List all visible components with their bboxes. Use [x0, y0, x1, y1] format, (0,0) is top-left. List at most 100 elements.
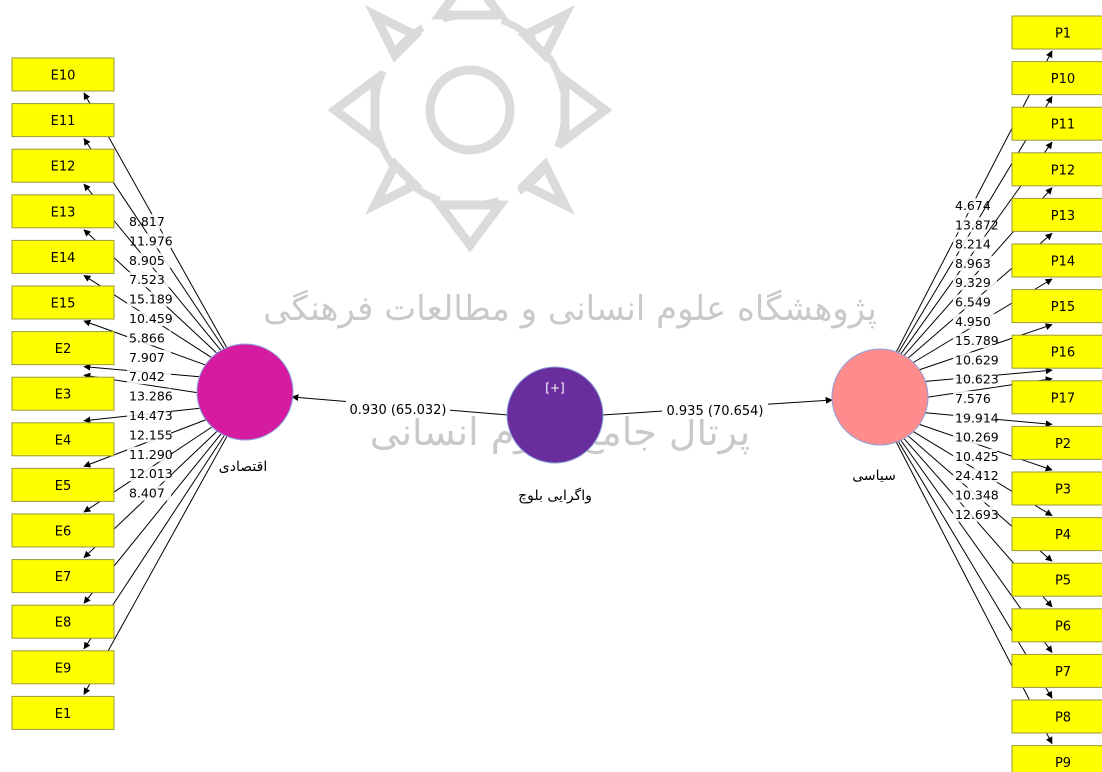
indicator-p12[interactable]: P12 [1011, 152, 1102, 187]
indicator-e14[interactable]: E14 [11, 239, 115, 274]
watermark-line-1: پژوهشگاه علوم انسانی و مطالعات فرهنگی [263, 289, 877, 329]
indicator-box[interactable] [11, 239, 115, 274]
weight-label-e4: 7.042 [129, 369, 165, 384]
indicator-e13[interactable]: E13 [11, 194, 115, 229]
weight-label-bg [127, 214, 171, 229]
indicator-box[interactable] [1011, 243, 1102, 278]
weight-label-e12: 8.905 [129, 253, 165, 268]
indicator-box[interactable] [11, 285, 115, 320]
indicator-p6[interactable]: P6 [1011, 608, 1102, 643]
indicator-box[interactable] [1011, 471, 1102, 506]
indicator-p11[interactable]: P11 [1011, 106, 1102, 141]
weight-label-bg [127, 311, 171, 326]
indicator-box[interactable] [11, 194, 115, 229]
indicator-label: E5 [55, 479, 72, 494]
indicator-label: P1 [1055, 27, 1071, 42]
weight-label-bg [127, 349, 171, 365]
indicator-box[interactable] [1011, 334, 1102, 369]
indicator-p16[interactable]: P16 [1011, 334, 1102, 369]
weight-label-p15: 4.950 [955, 314, 991, 329]
indicator-box[interactable] [1011, 380, 1102, 415]
indicator-e5[interactable]: E5 [11, 467, 115, 502]
loading-arrow-e5[interactable] [83, 419, 207, 468]
indicator-label: P4 [1055, 528, 1071, 543]
indicator-p1[interactable]: P1 [1011, 15, 1102, 50]
weight-label-bg [953, 313, 997, 329]
indicator-box[interactable] [1011, 15, 1102, 50]
indicator-e1[interactable]: E1 [11, 695, 115, 730]
indicator-box[interactable] [1011, 61, 1102, 96]
indicator-p10[interactable]: P10 [1011, 61, 1102, 96]
indicator-box[interactable] [1011, 653, 1102, 688]
weight-label-bg [953, 487, 997, 503]
indicator-box[interactable] [11, 57, 115, 92]
indicator-e8[interactable]: E8 [11, 604, 115, 639]
indicator-label: P9 [1055, 756, 1071, 771]
weight-label-p9: 12.693 [955, 507, 999, 522]
construct-center-node[interactable] [506, 366, 604, 464]
construct-political-node[interactable] [831, 348, 929, 446]
indicator-box[interactable] [1011, 608, 1102, 643]
indicator-box[interactable] [1011, 106, 1102, 141]
indicator-e15[interactable]: E15 [11, 285, 115, 320]
indicator-box[interactable] [11, 650, 115, 685]
indicator-p5[interactable]: P5 [1011, 562, 1102, 597]
indicator-box[interactable] [11, 331, 115, 366]
indicator-box[interactable] [1011, 562, 1102, 597]
loading-arrow-p9[interactable] [895, 441, 1053, 745]
indicator-label: P7 [1055, 665, 1071, 680]
indicator-box[interactable] [1011, 197, 1102, 232]
weight-label-p1: 4.674 [955, 198, 991, 213]
indicator-p8[interactable]: P8 [1011, 699, 1102, 734]
indicator-label: E2 [55, 342, 72, 357]
loading-arrow-p3[interactable] [919, 423, 1053, 472]
indicator-box[interactable] [11, 422, 115, 457]
indicator-p3[interactable]: P3 [1011, 471, 1102, 506]
construct-economic-node[interactable] [196, 343, 294, 441]
indicator-p13[interactable]: P13 [1011, 197, 1102, 232]
indicator-box[interactable] [1011, 745, 1102, 772]
indicator-p2[interactable]: P2 [1011, 425, 1102, 460]
indicator-box[interactable] [1011, 152, 1102, 187]
indicator-p14[interactable]: P14 [1011, 243, 1102, 278]
indicator-e9[interactable]: E9 [11, 650, 115, 685]
expand-marker[interactable]: [+] [545, 381, 564, 395]
indicator-p17[interactable]: P17 [1011, 380, 1102, 415]
indicator-box[interactable] [11, 376, 115, 411]
indicator-box[interactable] [11, 604, 115, 639]
indicator-label: P12 [1051, 163, 1075, 178]
indicator-box[interactable] [11, 148, 115, 183]
indicator-box[interactable] [11, 559, 115, 594]
indicator-label: P10 [1051, 72, 1075, 87]
indicator-p4[interactable]: P4 [1011, 517, 1102, 552]
indicator-e7[interactable]: E7 [11, 559, 115, 594]
indicator-box[interactable] [11, 513, 115, 548]
indicator-box[interactable] [1011, 699, 1102, 734]
indicator-e4[interactable]: E4 [11, 422, 115, 457]
indicator-box[interactable] [11, 467, 115, 502]
path-coefficient-political: 0.935 (70.654) [667, 404, 764, 419]
indicator-e10[interactable]: E10 [11, 57, 115, 92]
indicator-box[interactable] [1011, 517, 1102, 552]
indicator-e6[interactable]: E6 [11, 513, 115, 548]
indicator-label: E3 [55, 388, 72, 403]
indicator-e11[interactable]: E11 [11, 103, 115, 138]
indicator-e12[interactable]: E12 [11, 148, 115, 183]
weight-label-bg [953, 294, 997, 310]
indicator-box[interactable] [11, 103, 115, 138]
indicator-box[interactable] [1011, 425, 1102, 460]
indicator-e3[interactable]: E3 [11, 376, 115, 411]
weight-label-bg [127, 291, 171, 307]
indicator-e2[interactable]: E2 [11, 331, 115, 366]
indicator-label: E6 [55, 525, 72, 540]
weight-label-bg [127, 330, 171, 346]
weight-label-bg [127, 466, 171, 482]
indicator-p15[interactable]: P15 [1011, 289, 1102, 324]
weight-label-bg [953, 198, 997, 213]
indicator-box[interactable] [1011, 289, 1102, 324]
weight-label-e3: 7.907 [129, 350, 165, 365]
indicator-p7[interactable]: P7 [1011, 653, 1102, 688]
indicator-p9[interactable]: P9 [1011, 745, 1102, 772]
indicator-box[interactable] [11, 695, 115, 730]
